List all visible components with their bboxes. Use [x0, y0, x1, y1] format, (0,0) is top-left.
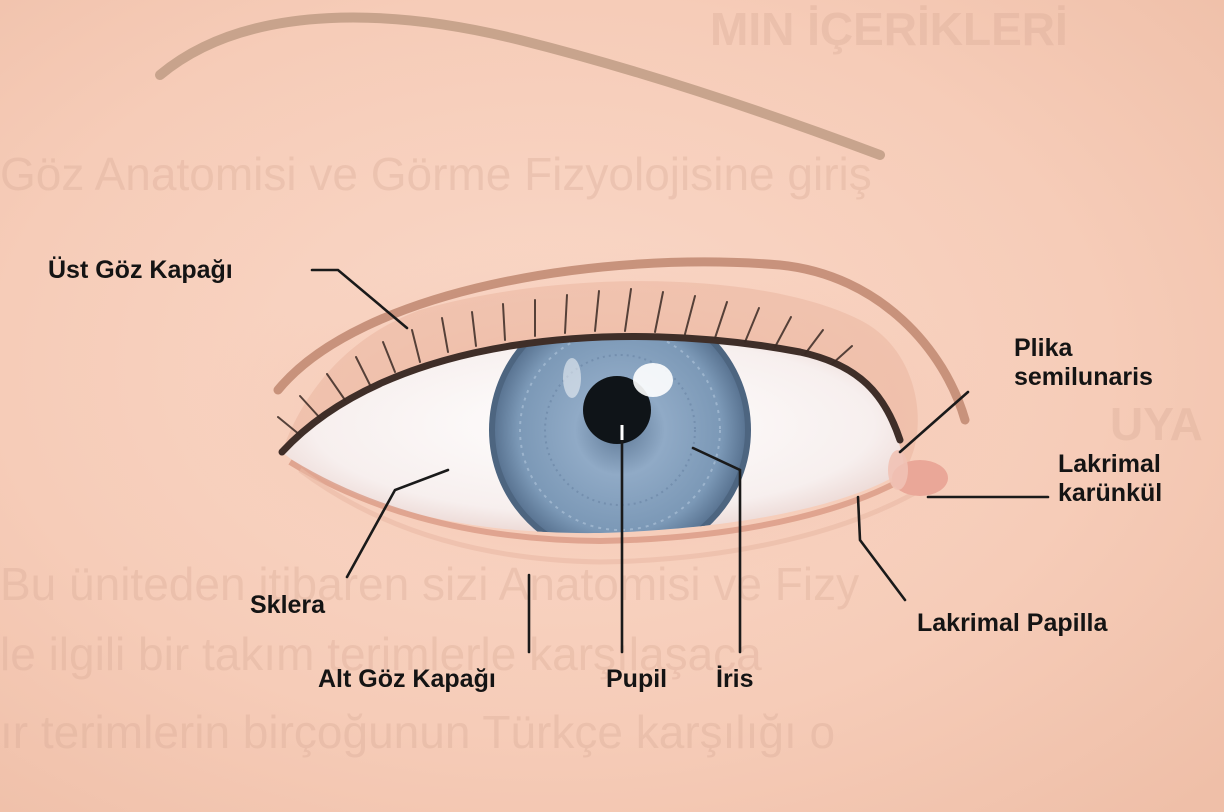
svg-text:UYA: UYA [1110, 398, 1203, 450]
plica-semilunaris [888, 450, 908, 490]
label-lacrimal-caruncle: Lakrimal karünkül [1058, 450, 1162, 508]
label-plica-semilunaris: Plika semilunaris [1014, 334, 1153, 392]
label-upper-eyelid: Üst Göz Kapağı [48, 256, 233, 285]
svg-text:ır terimlerin birçoğunun Türkç: ır terimlerin birçoğunun Türkçe karşılığ… [0, 706, 835, 758]
label-lower-eyelid: Alt Göz Kapağı [318, 665, 496, 694]
label-lacrimal-papilla: Lakrimal Papilla [917, 609, 1107, 638]
svg-text:Göz Anatomisi ve Görme Fizyolo: Göz Anatomisi ve Görme Fizyolojisine gir… [0, 148, 872, 200]
label-sclera: Sklera [250, 591, 325, 620]
svg-text:Bu üniteden itibaren sizi Anat: Bu üniteden itibaren sizi Anatomisi ve F… [0, 558, 859, 610]
svg-text:MIN İÇERİKLERİ: MIN İÇERİKLERİ [710, 3, 1068, 55]
label-pupil: Pupil [606, 665, 667, 694]
label-iris: İris [716, 665, 754, 694]
